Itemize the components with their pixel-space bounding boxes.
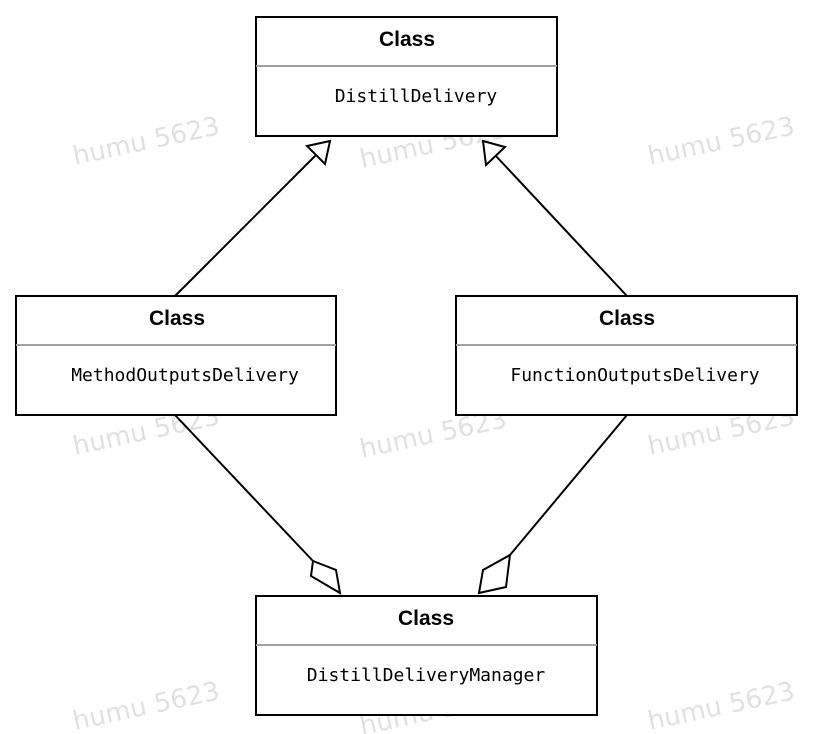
- aggregation-diamond-method: [309, 559, 342, 595]
- aggregation-line-method: [174, 414, 314, 562]
- aggregation-diamond-function: [477, 553, 512, 595]
- watermark: humu 5623: [645, 676, 797, 734]
- generalization-line-function: [494, 154, 628, 297]
- class-stereotype: Class: [599, 307, 655, 330]
- class-box-distilldelivery[interactable]: Class DistillDelivery: [255, 16, 558, 137]
- watermark: humu 5623: [70, 676, 222, 734]
- generalization-arrowhead-function: [481, 139, 507, 168]
- watermark: humu 5623: [645, 111, 797, 171]
- class-name: MethodOutputsDelivery: [71, 365, 299, 386]
- class-box-methodoutputsdelivery[interactable]: Class MethodOutputsDelivery: [15, 295, 337, 416]
- class-stereotype: Class: [398, 607, 454, 630]
- class-stereotype: Class: [379, 28, 435, 51]
- aggregation-line-function: [509, 414, 628, 556]
- class-name: DistillDelivery: [335, 86, 498, 107]
- generalization-line-method: [174, 152, 319, 297]
- class-name: DistillDeliveryManager: [307, 665, 546, 686]
- class-stereotype: Class: [149, 307, 205, 330]
- generalization-arrowhead-method: [304, 139, 332, 167]
- class-box-distilldeliverymanager[interactable]: Class DistillDeliveryManager: [255, 595, 598, 716]
- class-box-functionoutputsdelivery[interactable]: Class FunctionOutputsDelivery: [455, 295, 798, 416]
- watermark: humu 5623: [70, 111, 222, 171]
- class-name: FunctionOutputsDelivery: [510, 365, 759, 386]
- connector-layer: [174, 139, 628, 595]
